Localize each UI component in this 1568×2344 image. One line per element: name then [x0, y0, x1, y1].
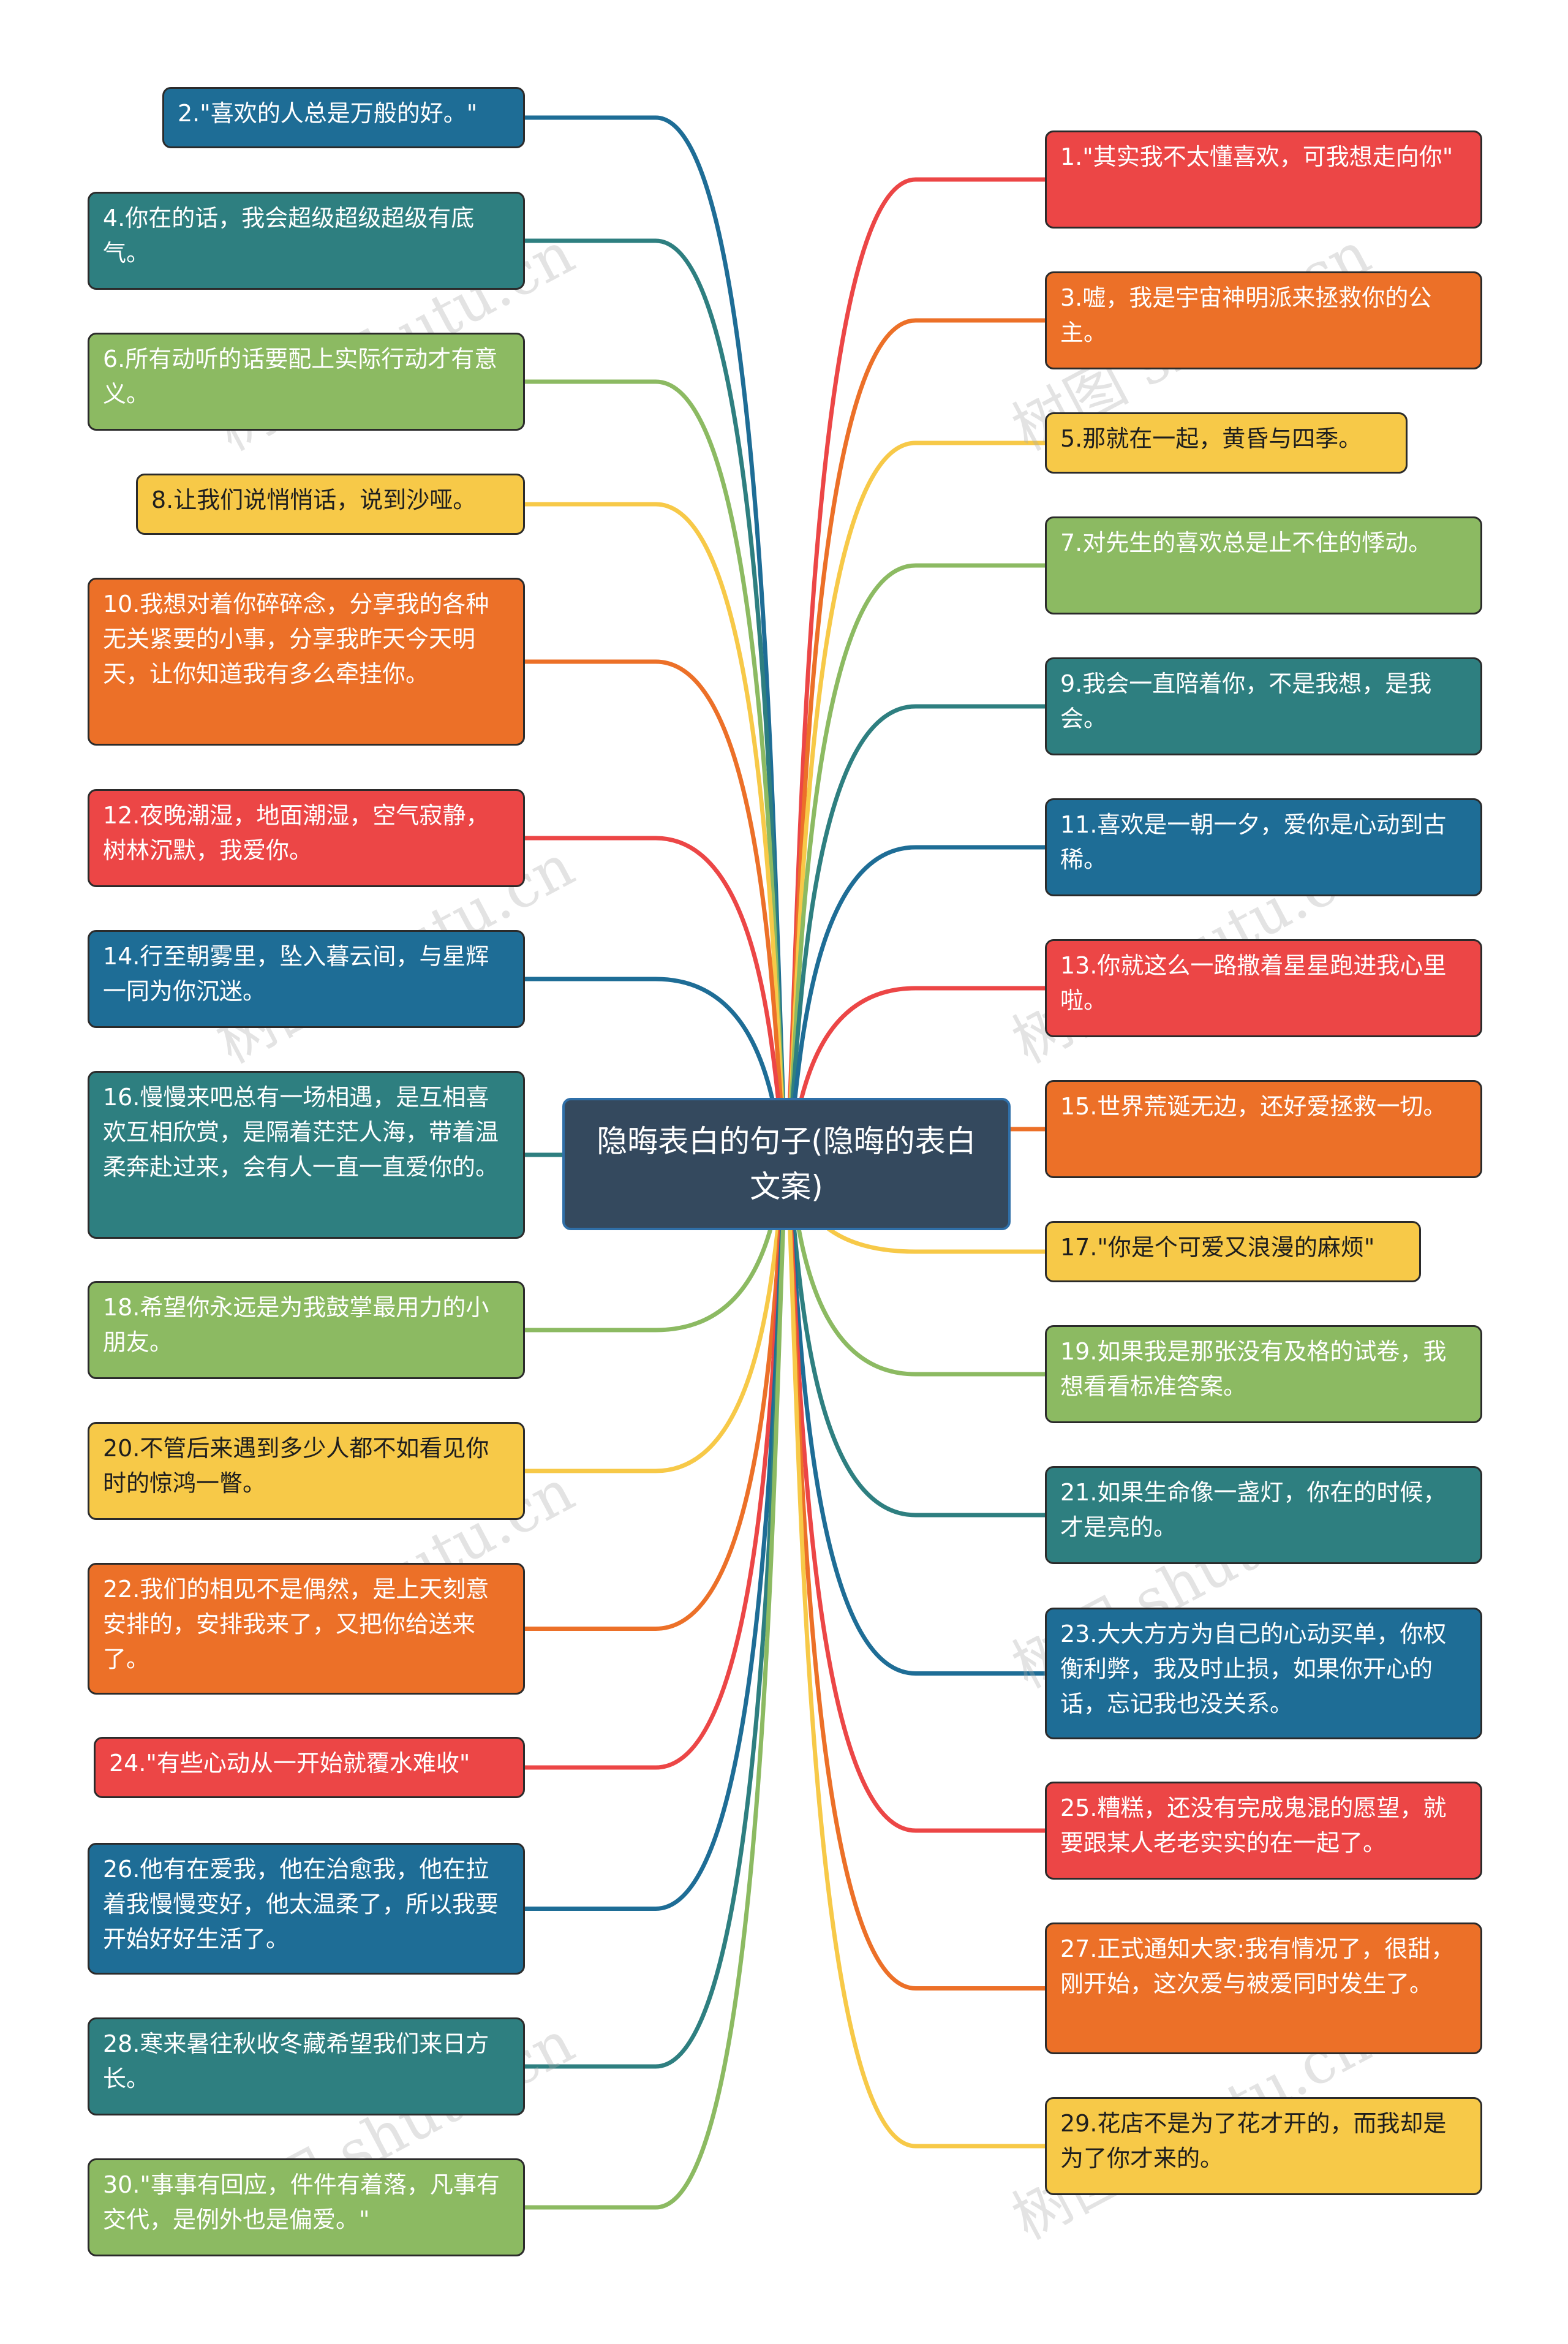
right-branch-label: 17."你是个可爱又浪漫的麻烦"	[1060, 1234, 1375, 1261]
right-branch-node[interactable]: 19.如果我是那张没有及格的试卷，我想看看标准答案。	[1045, 1325, 1482, 1423]
left-branch-node[interactable]: 20.不管后来遇到多少人都不如看见你时的惊鸿一瞥。	[88, 1422, 525, 1520]
left-branch-label: 10.我想对着你碎碎念，分享我的各种无关紧要的小事，分享我昨天今天明天，让你知道…	[103, 591, 489, 687]
left-branch-node[interactable]: 6.所有动听的话要配上实际行动才有意义。	[88, 333, 525, 431]
left-branch-node[interactable]: 8.让我们说悄悄话，说到沙哑。	[136, 474, 525, 535]
right-branch-node[interactable]: 29.花店不是为了花才开的，而我却是为了你才来的。	[1045, 2097, 1482, 2195]
left-connector	[522, 836, 789, 1166]
left-branch-label: 4.你在的话，我会超级超级超级有底气。	[103, 205, 475, 267]
left-branch-node[interactable]: 18.希望你永远是为我鼓掌最用力的小朋友。	[88, 1281, 525, 1379]
left-branch-label: 28.寒来暑往秋收冬藏希望我们来日方长。	[103, 2030, 489, 2092]
right-connector	[784, 704, 1047, 1166]
right-branch-node[interactable]: 23.大大方方为自己的心动买单，你权衡利弊，我及时止损，如果你开心的话，忘记我也…	[1045, 1608, 1482, 1739]
left-branch-node[interactable]: 30."事事有回应，件件有着落，凡事有交代，是例外也是偏爱。"	[88, 2158, 525, 2256]
right-branch-node[interactable]: 17."你是个可爱又浪漫的麻烦"	[1045, 1221, 1421, 1282]
right-branch-label: 21.如果生命像一盏灯，你在的时候，才是亮的。	[1060, 1479, 1447, 1541]
left-branch-node[interactable]: 24."有些心动从一开始就覆水难收"	[94, 1737, 525, 1798]
right-branch-label: 7.对先生的喜欢总是止不住的悸动。	[1060, 529, 1432, 556]
left-branch-label: 12.夜晚潮湿，地面潮湿，空气寂静，树林沉默，我爱你。	[103, 802, 489, 864]
left-branch-node[interactable]: 16.慢慢来吧总有一场相遇，是互相喜欢互相欣赏，是隔着茫茫人海，带着温柔奔赴过来…	[88, 1071, 525, 1239]
left-connector	[522, 502, 789, 1166]
right-connector	[784, 1162, 1047, 1518]
left-branch-label: 18.希望你永远是为我鼓掌最用力的小朋友。	[103, 1294, 489, 1356]
right-branch-label: 29.花店不是为了花才开的，而我却是为了你才来的。	[1060, 2110, 1447, 2172]
right-branch-node[interactable]: 21.如果生命像一盏灯，你在的时候，才是亮的。	[1045, 1466, 1482, 1564]
left-branch-node[interactable]: 10.我想对着你碎碎念，分享我的各种无关紧要的小事，分享我昨天今天明天，让你知道…	[88, 578, 525, 746]
right-branch-node[interactable]: 7.对先生的喜欢总是止不住的悸动。	[1045, 516, 1482, 614]
left-branch-label: 30."事事有回应，件件有着落，凡事有交代，是例外也是偏爱。"	[103, 2171, 500, 2233]
right-branch-label: 25.糟糕，还没有完成鬼混的愿望，就要跟某人老老实实的在一起了。	[1060, 1794, 1447, 1856]
left-branch-label: 14.行至朝雾里，坠入暮云间，与星辉一同为你沉迷。	[103, 943, 489, 1005]
left-branch-node[interactable]: 12.夜晚潮湿，地面潮湿，空气寂静，树林沉默，我爱你。	[88, 789, 525, 887]
right-branch-label: 5.那就在一起，黄昏与四季。	[1060, 425, 1362, 452]
right-branch-node[interactable]: 9.我会一直陪着你，不是我想，是我会。	[1045, 657, 1482, 755]
left-branch-label: 2."喜欢的人总是万般的好。"	[178, 100, 478, 127]
right-branch-label: 27.正式通知大家:我有情况了，很甜，刚开始，这次爱与被爱同时发生了。	[1060, 1935, 1455, 1997]
right-branch-label: 13.你就这么一路撒着星星跑进我心里啦。	[1060, 952, 1447, 1014]
right-branch-node[interactable]: 1."其实我不太懂喜欢，可我想走向你"	[1045, 130, 1482, 229]
left-connector	[522, 115, 789, 1166]
left-branch-node[interactable]: 2."喜欢的人总是万般的好。"	[162, 87, 525, 148]
right-connector	[784, 1162, 1047, 1833]
right-branch-label: 19.如果我是那张没有及格的试卷，我想看看标准答案。	[1060, 1338, 1447, 1400]
right-branch-node[interactable]: 15.世界荒诞无边，还好爱拯救一切。	[1045, 1080, 1482, 1178]
left-connector	[522, 1162, 789, 2210]
left-connector	[522, 1162, 789, 1631]
right-connector	[784, 845, 1047, 1166]
right-branch-label: 23.大大方方为自己的心动买单，你权衡利弊，我及时止损，如果你开心的话，忘记我也…	[1060, 1620, 1447, 1717]
left-branch-label: 16.慢慢来吧总有一场相遇，是互相喜欢互相欣赏，是隔着茫茫人海，带着温柔奔赴过来…	[103, 1084, 499, 1181]
left-branch-node[interactable]: 28.寒来暑往秋收冬藏希望我们来日方长。	[88, 2017, 525, 2115]
right-branch-node[interactable]: 5.那就在一起，黄昏与四季。	[1045, 412, 1408, 474]
right-branch-label: 3.嘘，我是宇宙神明派来拯救你的公主。	[1060, 284, 1432, 346]
right-branch-node[interactable]: 11.喜欢是一朝一夕，爱你是心动到古稀。	[1045, 798, 1482, 896]
left-connector	[522, 1162, 789, 1770]
left-connector	[522, 659, 789, 1166]
right-branch-node[interactable]: 13.你就这么一路撒着星星跑进我心里啦。	[1045, 939, 1482, 1037]
right-branch-label: 11.喜欢是一朝一夕，爱你是心动到古稀。	[1060, 811, 1447, 873]
left-branch-node[interactable]: 26.他有在爱我，他在治愈我，他在拉着我慢慢变好，他太温柔了，所以我要开始好好生…	[88, 1843, 525, 1975]
center-topic[interactable]: 隐晦表白的句子(隐晦的表白文案)	[562, 1098, 1011, 1230]
right-branch-node[interactable]: 25.糟糕，还没有完成鬼混的愿望，就要跟某人老老实实的在一起了。	[1045, 1782, 1482, 1880]
left-connector	[522, 1162, 789, 2069]
right-branch-node[interactable]: 3.嘘，我是宇宙神明派来拯救你的公主。	[1045, 271, 1482, 369]
left-branch-label: 8.让我们说悄悄话，说到沙哑。	[151, 486, 477, 513]
left-branch-node[interactable]: 4.你在的话，我会超级超级超级有底气。	[88, 192, 525, 290]
left-branch-label: 24."有些心动从一开始就覆水难收"	[109, 1750, 470, 1777]
left-branch-label: 20.不管后来遇到多少人都不如看见你时的惊鸿一瞥。	[103, 1435, 489, 1497]
right-connector	[784, 1162, 1047, 2149]
left-branch-node[interactable]: 14.行至朝雾里，坠入暮云间，与星辉一同为你沉迷。	[88, 930, 525, 1028]
left-branch-node[interactable]: 22.我们的相见不是偶然，是上天刻意安排的，安排我来了，又把你给送来了。	[88, 1563, 525, 1695]
left-connector	[522, 1162, 789, 1473]
left-branch-label: 22.我们的相见不是偶然，是上天刻意安排的，安排我来了，又把你给送来了。	[103, 1576, 489, 1673]
right-branch-label: 1."其实我不太懂喜欢，可我想走向你"	[1060, 143, 1453, 170]
right-branch-label: 15.世界荒诞无边，还好爱拯救一切。	[1060, 1093, 1447, 1120]
right-connector	[784, 177, 1047, 1166]
right-branch-node[interactable]: 27.正式通知大家:我有情况了，很甜，刚开始，这次爱与被爱同时发生了。	[1045, 1922, 1482, 2054]
right-connector	[784, 563, 1047, 1166]
center-topic-label: 隐晦表白的句子(隐晦的表白文案)	[597, 1124, 976, 1204]
right-branch-label: 9.我会一直陪着你，不是我想，是我会。	[1060, 670, 1432, 732]
left-branch-label: 26.他有在爱我，他在治愈我，他在拉着我慢慢变好，他太温柔了，所以我要开始好好生…	[103, 1856, 499, 1953]
left-branch-label: 6.所有动听的话要配上实际行动才有意义。	[103, 346, 498, 407]
